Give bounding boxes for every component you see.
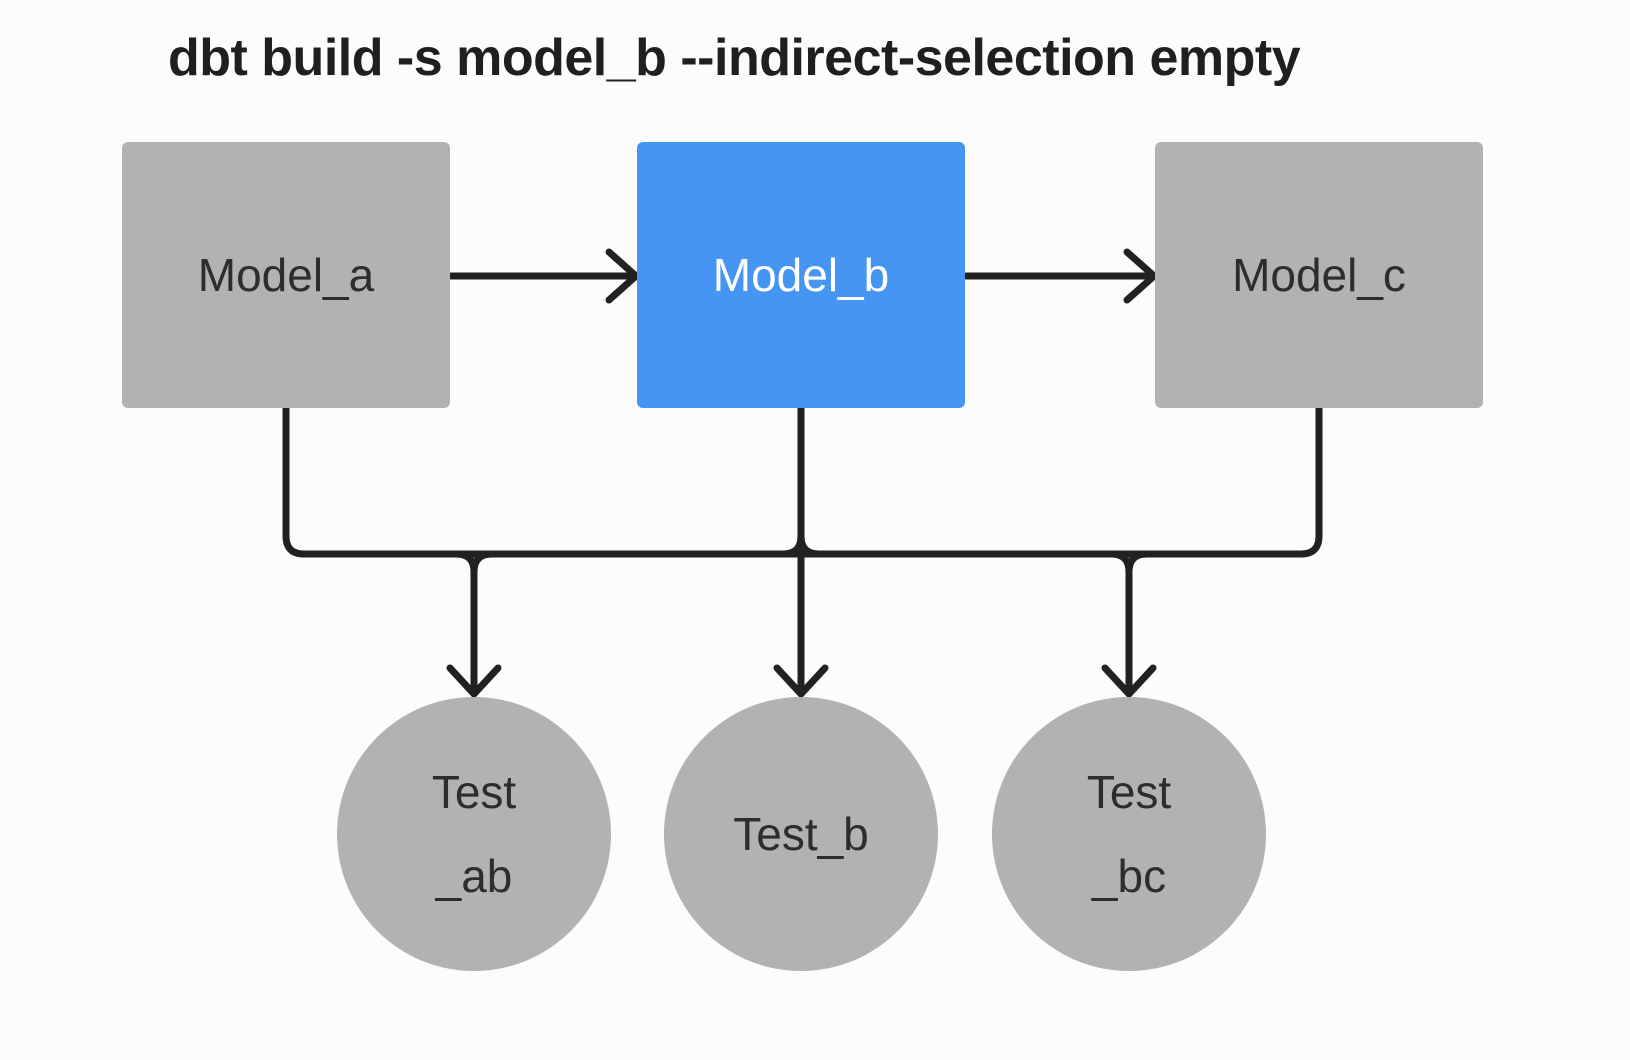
node-test-b-label: Test_b — [733, 808, 869, 860]
branch-to-test-ab-right-fillet — [470, 550, 496, 576]
node-model-a: Model_a — [122, 142, 450, 408]
node-test-bc: Test _bc — [992, 697, 1266, 971]
node-test-b: Test_b — [664, 697, 938, 971]
node-model-c: Model_c — [1155, 142, 1483, 408]
node-test-ab-label-line2: _ab — [435, 850, 513, 902]
node-model-b: Model_b — [637, 142, 965, 408]
diagram-title: dbt build -s model_b --indirect-selectio… — [168, 29, 1301, 87]
node-test-ab: Test _ab — [337, 697, 611, 971]
model-b-rail-right-fillet — [797, 532, 823, 558]
branch-to-test-bc-right-fillet — [1125, 550, 1151, 576]
node-test-ab-label-line1: Test — [431, 766, 517, 818]
node-test-bc-label-line1: Test — [1086, 766, 1172, 818]
edge-model-b-to-model-c-arrowhead-icon — [1123, 248, 1158, 304]
edge-model-a-to-model-b-arrowhead-icon — [605, 248, 640, 304]
node-test-bc-label-line2: _bc — [1091, 850, 1167, 902]
node-model-b-label: Model_b — [712, 249, 890, 301]
arrow-to-test-ab-arrowhead-icon — [446, 664, 502, 698]
arrow-to-test-b-arrowhead-icon — [773, 664, 829, 698]
node-model-c-label: Model_c — [1232, 249, 1406, 301]
arrow-to-test-bc-arrowhead-icon — [1101, 664, 1157, 698]
node-model-a-label: Model_a — [197, 249, 375, 301]
